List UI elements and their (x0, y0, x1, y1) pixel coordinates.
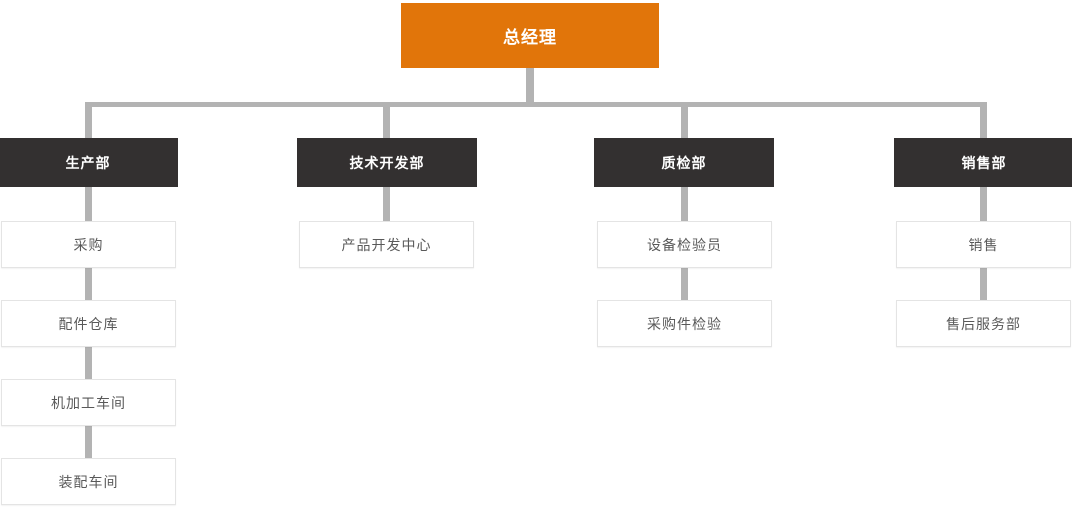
org-node-sales[interactable]: 销售 (896, 221, 1071, 268)
org-node-label: 采购件检验 (647, 315, 722, 332)
connector-drop-tech-development (383, 107, 390, 138)
connector-quality-equipment-inspector (681, 187, 688, 221)
connector-production-purchasing (85, 187, 92, 221)
org-node-after-sales-service-dept[interactable]: 售后服务部 (896, 300, 1071, 347)
org-node-tech-development-dept[interactable]: 技术开发部 (297, 138, 477, 187)
org-node-label: 销售部 (961, 154, 1007, 171)
connector-root-stub (526, 68, 534, 102)
connector-drop-quality-inspection (681, 107, 688, 138)
connector-salesdept-sales (980, 187, 987, 221)
org-node-label: 生产部 (65, 154, 111, 171)
org-node-purchased-parts-inspection[interactable]: 采购件检验 (597, 300, 772, 347)
connector-sales-after-sales (980, 268, 987, 300)
org-node-label: 售后服务部 (946, 315, 1021, 332)
org-node-label: 技术开发部 (349, 154, 425, 171)
org-node-label: 机加工车间 (51, 394, 126, 411)
org-node-label: 配件仓库 (58, 315, 119, 332)
org-node-label: 设备检验员 (647, 236, 722, 253)
connector-horizontal-rail (85, 102, 987, 107)
connector-purchasing-parts-warehouse (85, 268, 92, 300)
org-node-machining-workshop[interactable]: 机加工车间 (1, 379, 176, 426)
org-node-label: 采购 (73, 236, 104, 253)
org-node-general-manager[interactable]: 总经理 (401, 3, 659, 68)
connector-techdev-product-center (383, 187, 390, 221)
org-node-label: 总经理 (503, 28, 557, 47)
org-node-sales-dept[interactable]: 销售部 (894, 138, 1072, 187)
org-node-label: 销售 (968, 236, 999, 253)
org-node-label: 质检部 (661, 154, 707, 171)
org-node-parts-warehouse[interactable]: 配件仓库 (1, 300, 176, 347)
org-node-product-dev-center[interactable]: 产品开发中心 (299, 221, 474, 268)
org-node-equipment-inspector[interactable]: 设备检验员 (597, 221, 772, 268)
org-node-label: 装配车间 (58, 473, 119, 490)
org-node-production-dept[interactable]: 生产部 (0, 138, 178, 187)
connector-drop-sales (980, 107, 987, 138)
org-node-purchasing[interactable]: 采购 (1, 221, 176, 268)
org-node-assembly-workshop[interactable]: 装配车间 (1, 458, 176, 505)
connector-equipment-purchased-parts (681, 268, 688, 300)
org-node-label: 产品开发中心 (341, 236, 432, 253)
connector-drop-production (85, 107, 92, 138)
org-node-quality-inspection-dept[interactable]: 质检部 (594, 138, 774, 187)
connector-machining-assembly (85, 426, 92, 458)
connector-parts-warehouse-machining (85, 347, 92, 379)
